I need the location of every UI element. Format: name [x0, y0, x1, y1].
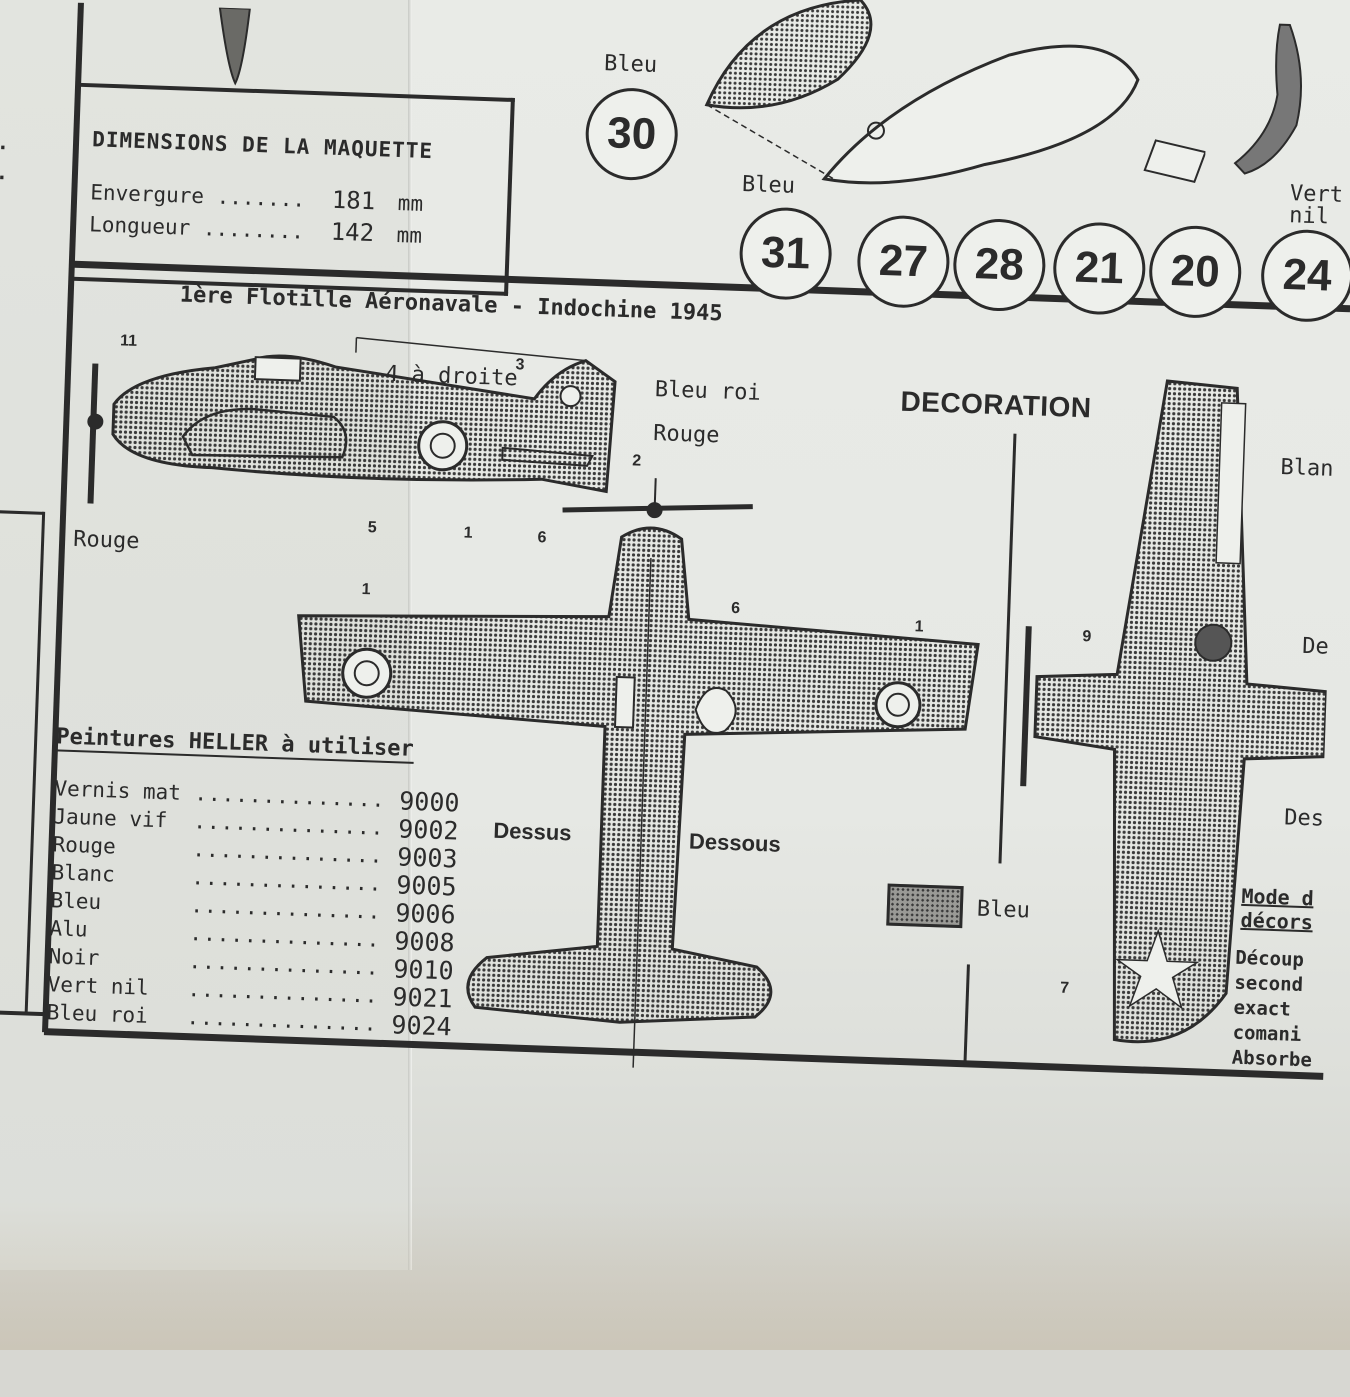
paint-name: Jaune vif — [53, 804, 168, 833]
paint-name: Bleu — [50, 888, 102, 915]
paint-code: 9008 — [393, 926, 456, 958]
paints-list: Vernis mat ............................ … — [46, 776, 475, 1060]
propeller-tip-drawing — [218, 6, 251, 86]
decoration-underside-drawing — [1020, 379, 1329, 1044]
dimension-value: 181 — [331, 185, 376, 216]
edge-mark: . — [0, 269, 5, 295]
callout-number: 1 — [361, 580, 371, 599]
propeller-label-rouge: Rouge — [72, 526, 140, 555]
mode-body: Découp second exact comani Absorbe — [1231, 946, 1315, 1074]
callout-number: 9 — [1082, 628, 1092, 646]
paint-name: Blanc — [51, 860, 116, 887]
paint-name: Vernis mat — [54, 776, 182, 805]
mode-heading-line: Mode d — [1241, 883, 1315, 911]
dimension-unit: mm — [397, 191, 424, 216]
decoration-label: Blan — [1280, 454, 1334, 482]
label-bleu-part30: Bleu — [603, 51, 658, 78]
mode-heading: Mode d décors — [1240, 884, 1314, 934]
paint-code: 9024 — [390, 1010, 453, 1042]
margin-rule — [0, 509, 45, 515]
paint-name: Noir — [48, 944, 100, 971]
paint-code: 9010 — [392, 954, 455, 986]
mode-body-line: exact — [1233, 996, 1292, 1021]
canopy-parts-drawing — [704, 0, 1207, 185]
paint-code: 9000 — [398, 786, 460, 818]
callout-number: 11 — [119, 332, 138, 350]
mode-body-line: Absorbe — [1231, 1046, 1313, 1072]
margin-rule — [24, 511, 46, 1012]
callout-number: 7 — [1059, 979, 1070, 997]
decoration-label: De — [1301, 633, 1330, 660]
edge-mark: . — [0, 129, 10, 155]
gear-leg-drawing — [1233, 23, 1302, 175]
mode-heading-line: décors — [1240, 907, 1314, 935]
label-dessous: Dessous — [688, 828, 782, 857]
callout-rouge: Rouge — [652, 421, 720, 449]
paint-code: 9021 — [391, 982, 454, 1014]
paint-code: 9003 — [396, 842, 459, 874]
label-bleu-part31: Bleu — [741, 172, 796, 199]
dimensions-title: DIMENSIONS DE LA MAQUETTE — [91, 127, 434, 164]
dimensions-box: DIMENSIONS DE LA MAQUETTE Envergure ....… — [72, 82, 515, 296]
edge-mark: . — [0, 159, 9, 185]
legend-swatch-bleu — [886, 883, 964, 929]
edge-mark: . — [0, 299, 4, 325]
margin-rule — [0, 1009, 45, 1017]
decoration-label: Des — [1283, 805, 1325, 832]
mode-body-line: Découp — [1234, 946, 1305, 972]
dimension-label: Envergure — [89, 180, 205, 209]
dimension-unit: mm — [396, 222, 423, 248]
paint-code: 9002 — [397, 814, 460, 846]
note-four-right: 4 à droite — [384, 361, 518, 392]
plan-view-aircraft-drawing — [297, 478, 980, 1068]
mode-body-line: comani — [1232, 1021, 1302, 1047]
paint-name: Bleu roi — [46, 1000, 149, 1028]
paint-code: 9005 — [395, 870, 458, 902]
mode-body-line: second — [1234, 971, 1304, 997]
dimension-dots: ....... — [216, 184, 306, 212]
part-number-30: 30 — [584, 86, 680, 182]
dimension-dots: ........ — [202, 216, 305, 244]
dimension-value: 142 — [330, 217, 375, 248]
bottom-shadow — [0, 1200, 1350, 1350]
callout-bleu-roi: Bleu roi — [654, 377, 762, 406]
label-vert-nil: Vert nil — [1288, 181, 1344, 230]
dimension-row-length: Longueur ........ 142 mm — [89, 209, 423, 249]
callout-number: 3 — [515, 356, 525, 374]
paint-code: 9006 — [394, 898, 457, 930]
paint-name: Alu — [49, 916, 88, 942]
label-dessus: Dessus — [492, 817, 572, 846]
callout-number: 6 — [730, 599, 741, 618]
paint-name: Rouge — [52, 832, 117, 859]
dimension-label: Longueur — [88, 212, 191, 240]
paint-name: Vert nil — [47, 972, 150, 1000]
callout-number: 1 — [914, 618, 924, 636]
side-view-aircraft-drawing — [87, 336, 617, 504]
